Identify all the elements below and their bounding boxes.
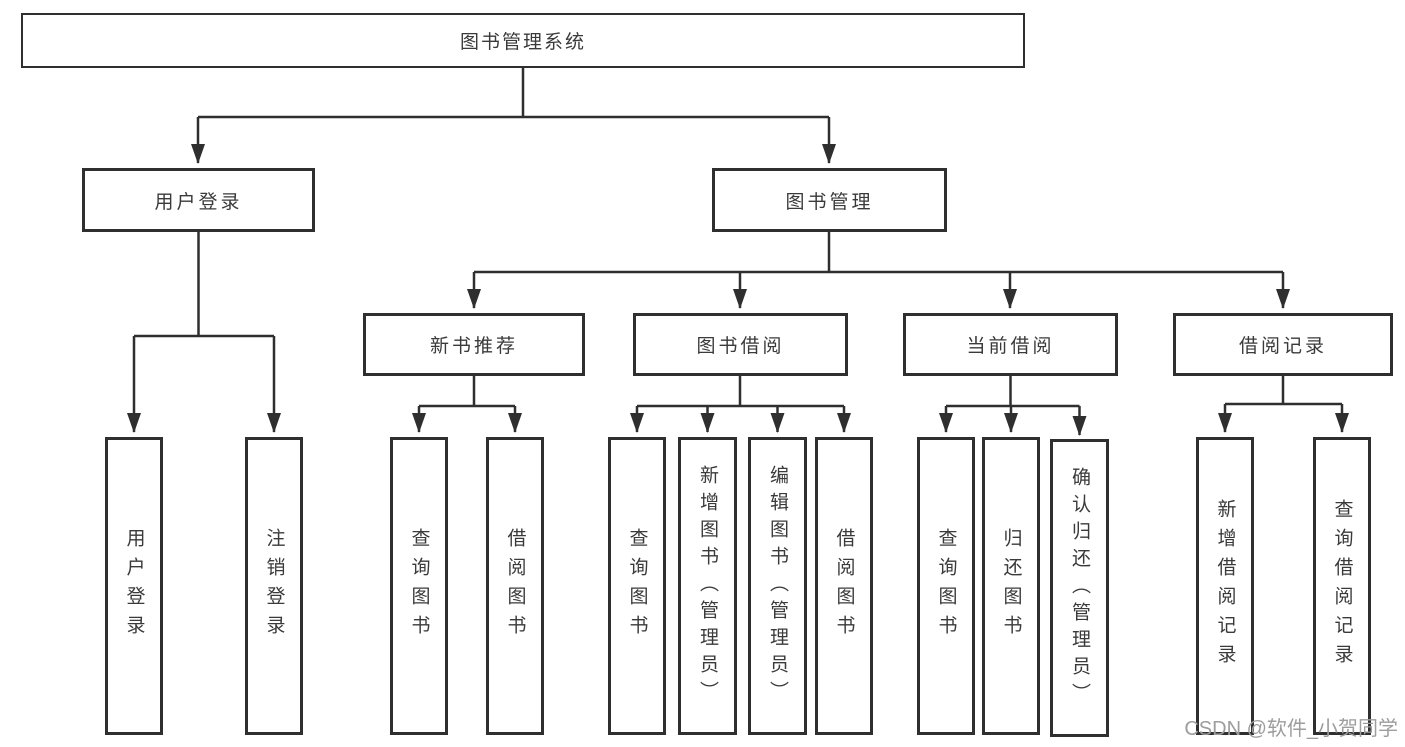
leaf-borrow-query-books-label: 查询图书: [626, 528, 648, 644]
node-root: 图书管理系统: [21, 13, 1025, 68]
leaf-logout-label: 注销登录: [263, 528, 285, 644]
leaf-current-confirm-return-admin-label: 确认归还（管理员）: [1069, 466, 1090, 710]
leaf-records-query-label: 查询借阅记录: [1331, 499, 1353, 673]
leaf-logout: 注销登录: [245, 437, 303, 735]
node-current-borrow-label: 当前借阅: [966, 336, 1055, 357]
node-borrow-records: 借阅记录: [1173, 313, 1393, 376]
leaf-user-login: 用户登录: [105, 437, 163, 735]
leaf-borrow-edit-books-admin: 编辑图书（管理员）: [748, 437, 807, 735]
leaf-borrow-query-books: 查询图书: [608, 437, 666, 735]
leaf-user-login-label: 用户登录: [123, 528, 145, 644]
leaf-recommend-query-books-label: 查询图书: [408, 528, 430, 644]
node-new-book-recommend-label: 新书推荐: [429, 336, 518, 357]
leaf-borrow-borrow-books-label: 借阅图书: [833, 528, 855, 644]
leaf-current-query-books-label: 查询图书: [935, 528, 957, 644]
leaf-records-add: 新增借阅记录: [1196, 437, 1254, 735]
leaf-borrow-add-books-admin: 新增图书（管理员）: [678, 437, 737, 735]
node-root-label: 图书管理系统: [459, 32, 586, 53]
node-new-book-recommend: 新书推荐: [363, 313, 585, 376]
node-borrow-records-label: 借阅记录: [1238, 336, 1327, 357]
leaf-records-query: 查询借阅记录: [1313, 437, 1371, 735]
leaf-recommend-query-books: 查询图书: [390, 437, 448, 735]
node-user-login-label: 用户登录: [154, 191, 243, 213]
leaf-current-return-books-label: 归还图书: [1000, 528, 1022, 644]
leaf-current-confirm-return-admin: 确认归还（管理员）: [1050, 439, 1109, 737]
leaf-current-query-books: 查询图书: [917, 437, 975, 735]
leaf-borrow-add-books-admin-label: 新增图书（管理员）: [697, 464, 718, 708]
node-book-management: 图书管理: [712, 168, 947, 232]
leaf-recommend-borrow-books-label: 借阅图书: [504, 528, 526, 644]
node-book-management-label: 图书管理: [785, 191, 874, 213]
leaf-borrow-borrow-books: 借阅图书: [815, 437, 873, 735]
node-book-borrow-label: 图书借阅: [696, 336, 785, 357]
csdn-watermark: CSDN @软件_小贺同学: [1184, 718, 1398, 740]
leaf-current-return-books: 归还图书: [982, 437, 1040, 735]
node-current-borrow: 当前借阅: [903, 313, 1118, 376]
node-user-login: 用户登录: [82, 168, 315, 232]
leaf-borrow-edit-books-admin-label: 编辑图书（管理员）: [767, 464, 788, 708]
node-book-borrow: 图书借阅: [633, 313, 848, 376]
leaf-records-add-label: 新增借阅记录: [1214, 499, 1236, 673]
leaf-recommend-borrow-books: 借阅图书: [486, 437, 544, 735]
